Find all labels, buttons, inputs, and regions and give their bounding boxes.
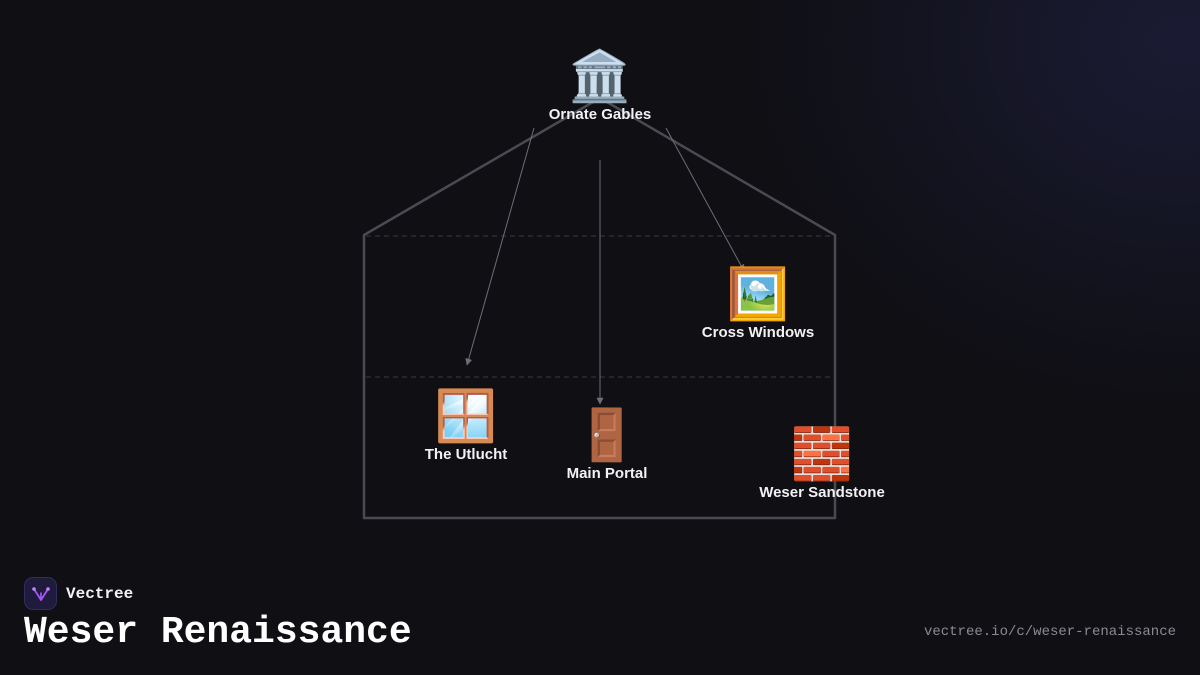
tree-branch-icon	[24, 577, 57, 610]
classical-building-icon: 🏛️	[568, 47, 632, 105]
node-label: Main Portal	[566, 465, 648, 482]
node-label: Cross Windows	[701, 324, 815, 341]
node-weser-sandstone[interactable]: 🧱 Weser Sandstone	[759, 426, 885, 501]
door-icon: 🚪	[575, 406, 639, 464]
brand-name: Vectree	[66, 584, 134, 603]
brick-icon: 🧱	[790, 425, 854, 483]
node-label: Ornate Gables	[548, 106, 652, 123]
house-outline	[362, 96, 837, 520]
edge-gables-to-utlucht	[465, 127, 535, 366]
node-label: The Utlucht	[424, 446, 508, 463]
page-title: Weser Renaissance	[24, 611, 412, 654]
node-main-portal[interactable]: 🚪 Main Portal	[567, 407, 648, 482]
window-icon: 🪟	[434, 387, 498, 445]
brand[interactable]: Vectree	[24, 577, 133, 610]
node-cross-windows[interactable]: 🖼️ Cross Windows	[702, 266, 814, 341]
page-url[interactable]: vectree.io/c/weser-renaissance	[923, 624, 1176, 640]
node-label: Weser Sandstone	[759, 484, 885, 501]
node-the-utlucht[interactable]: 🪟 The Utlucht	[425, 388, 508, 463]
edge-gables-to-windows	[665, 127, 745, 272]
node-ornate-gables[interactable]: 🏛️ Ornate Gables	[549, 48, 652, 123]
framed-picture-icon: 🖼️	[726, 265, 790, 323]
